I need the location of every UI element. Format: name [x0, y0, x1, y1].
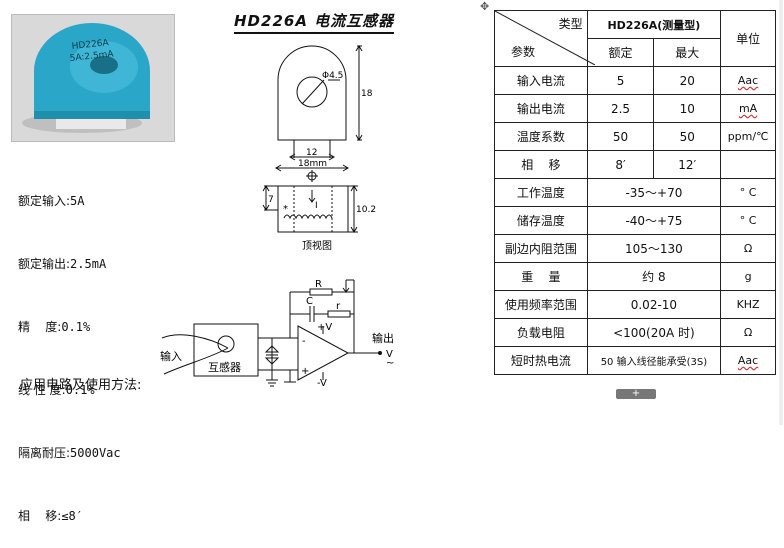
- side-height-small-label: 7: [268, 195, 274, 205]
- capacitor-C-label: C: [306, 296, 313, 307]
- output-label: 输出: [372, 331, 394, 345]
- product-image: HD226A 5A:2.5mA: [12, 15, 174, 141]
- current-label: I: [315, 201, 318, 211]
- output-v-label: V: [386, 349, 393, 360]
- table-row: 输出电流 2.5 10 mA: [494, 94, 776, 123]
- table-row: 重 量 约 8 g: [494, 262, 776, 291]
- header-max: 最大: [653, 38, 722, 67]
- header-type-label: 类型: [558, 17, 583, 31]
- header-model: HD226A(测量型): [586, 10, 722, 39]
- width-label: 18mm: [298, 159, 327, 169]
- minus-v-label: -V: [317, 378, 327, 389]
- inverting-input-label: -: [302, 336, 306, 347]
- application-label: 应用电路及使用方法:: [20, 378, 142, 393]
- table-row: 工作温度 -35～+70 ° C: [494, 178, 776, 207]
- resistor-R-label: R: [315, 279, 322, 290]
- hole-diameter-label: Φ4.5: [322, 71, 343, 81]
- vertical-scrollbar[interactable]: [779, 0, 783, 425]
- product-photo: HD226A 5A:2.5mA: [11, 14, 175, 142]
- spec-table: 类型 参数 HD226A(测量型) 单位 额定 最大 输入电流 5 20 Aac…: [494, 10, 776, 375]
- photo-label-2: 5A:2.5mA: [69, 49, 115, 64]
- spec-item: 额定输入:5A: [18, 194, 85, 208]
- pin-span-label: 12: [306, 148, 317, 158]
- header-diagonal-cell: 类型 参数: [494, 10, 595, 67]
- spec-item: 精 度:0.1%: [18, 320, 91, 334]
- side-height-large-label: 10.2: [356, 205, 376, 215]
- table-header-row: 类型 参数 HD226A(测量型) 单位: [494, 10, 776, 67]
- spec-list: 额定输入:5A 额定输出:2.5mA 精 度:0.1% 线 性 度:0.1% 隔…: [18, 149, 121, 548]
- plus-v-label: +V: [317, 322, 332, 333]
- diagonal-line: [495, 11, 595, 65]
- height-label: 18: [361, 89, 373, 99]
- application-circuit: R C r +V -V - + 输入 输出 V ~ 互感器: [160, 279, 394, 389]
- photo-label-1: HD226A: [71, 38, 110, 52]
- header-rated: 额定: [586, 38, 655, 67]
- table-row: 负载电阻 <100(20A 时) Ω: [494, 318, 776, 347]
- output-ac-symbol: ~: [386, 358, 394, 369]
- table-row: 输入电流 5 20 Aac: [494, 66, 776, 95]
- header-unit: 单位: [720, 10, 776, 67]
- table-row: 相 移 8′ 12′: [494, 150, 776, 179]
- table-move-handle[interactable]: ✥: [480, 0, 490, 13]
- table-row: 储存温度 -40～+75 ° C: [494, 206, 776, 235]
- table-row: 短时热电流 50 输入线径能承受(3S) Aac: [494, 346, 776, 375]
- spec-item: 隔离耐压:5000Vac: [18, 446, 121, 460]
- spec-item: 额定输出:2.5mA: [18, 257, 107, 271]
- table-row: 副边内阻范围 105～130 Ω: [494, 234, 776, 263]
- document-title: HD226A 电流互感器: [234, 10, 395, 34]
- table-row: 温度系数 50 50 ppm/℃: [494, 122, 776, 151]
- polarity-dot-label: *: [283, 204, 288, 215]
- ct-box-label: 互感器: [208, 361, 241, 374]
- dimension-drawing: Φ4.5 18 12 18mm 7 10.2 I * 顶视图: [262, 45, 376, 252]
- view-caption: 顶视图: [302, 239, 332, 252]
- spec-item: 相 移:≤8′: [18, 509, 83, 523]
- table-row: 使用频率范围 0.02-10 KHZ: [494, 290, 776, 319]
- table-subheader-row: 额定 最大: [495, 38, 776, 67]
- header-param-label: 参数: [511, 45, 536, 59]
- input-label: 输入: [160, 349, 182, 363]
- resistor-r-label: r: [336, 301, 341, 312]
- noninverting-input-label: +: [301, 366, 309, 377]
- table-resize-handle[interactable]: +: [616, 389, 656, 399]
- spec-item: 线 性 度:0.1%: [18, 383, 95, 397]
